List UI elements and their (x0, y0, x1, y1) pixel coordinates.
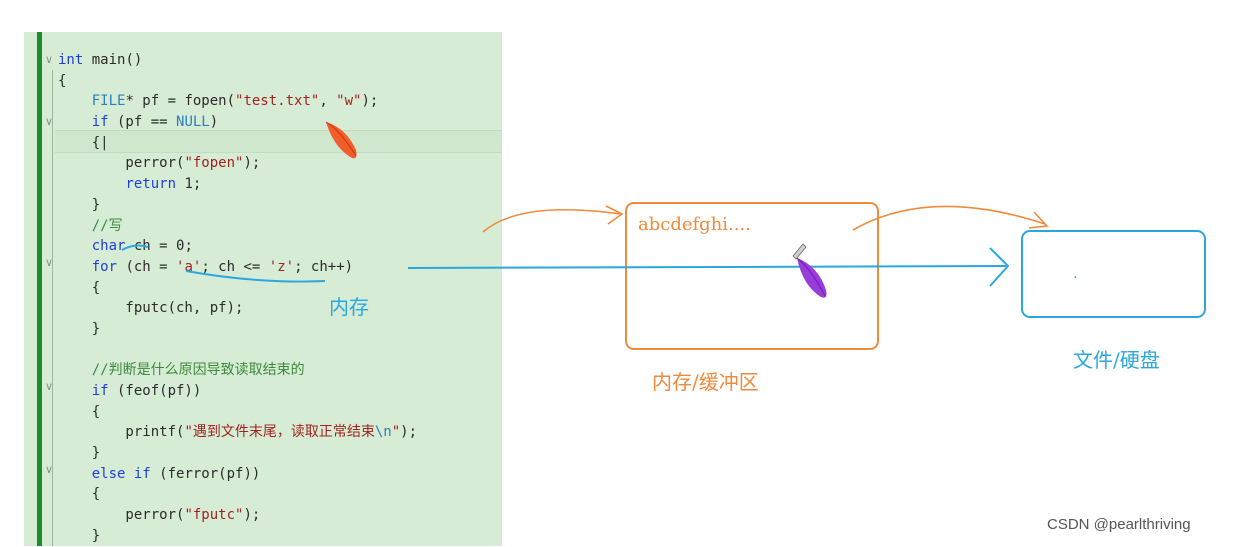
code-line-23: perror("fputc"); (58, 507, 261, 524)
disk-label: 文件/硬盘 (1073, 348, 1160, 372)
code-line-11: for (ch = 'a'; ch <= 'z'; ch++) (91, 258, 354, 275)
code-line-13: fputc(ch, pf); (58, 300, 244, 317)
buffer-label: 内存/缓冲区 (652, 370, 759, 394)
fold-marker-main[interactable]: ∨ (45, 53, 54, 66)
code-line-22: { (58, 486, 101, 503)
code-line-9: //写 (58, 217, 123, 234)
current-line-highlight (55, 130, 502, 153)
fold-marker-if[interactable]: ∨ (45, 115, 54, 128)
code-lines: int main() { FILE* pf = fopen("test.txt"… (58, 50, 417, 547)
code-line-20: } (58, 445, 101, 462)
underline-for-args (185, 270, 326, 283)
underline-char (121, 244, 149, 251)
disk-dot: . (1073, 266, 1078, 282)
memory-note-label: 内存 (329, 295, 369, 319)
write-arrow-line (407, 265, 1007, 269)
code-line-4: if (pf == NULL) (91, 114, 219, 131)
code-line-24: } (58, 527, 101, 544)
fold-marker-else[interactable]: ∨ (45, 463, 54, 476)
code-line-1: int main() (58, 52, 143, 68)
editor-gutter-bar (37, 32, 42, 546)
code-line-18: { (58, 403, 101, 420)
code-line-8: } (58, 196, 101, 213)
feather-pen-icon-middle (792, 243, 827, 298)
feather-pen-icon-top (325, 121, 357, 159)
buffer-content-text: abcdefghi.... (638, 214, 751, 235)
code-editor-panel (24, 32, 502, 546)
code-line-2: { (58, 72, 67, 89)
code-line-5: {| (58, 134, 109, 151)
fold-marker-for[interactable]: ∨ (45, 256, 54, 269)
watermark-text: CSDN @pearlthriving (1047, 516, 1191, 533)
code-line-16: //判断是什么原因导致读取结束的 (58, 362, 305, 379)
code-line-21: else if (ferror(pf)) (91, 465, 261, 482)
code-line-17: if (feof(pf)) (91, 383, 202, 399)
orange-arrowhead-in (605, 205, 624, 225)
indent-guide (52, 70, 53, 546)
write-arrowhead (989, 247, 1009, 287)
orange-arrow-out (852, 205, 1046, 231)
code-line-14: } (58, 320, 101, 337)
code-line-12: { (58, 279, 101, 296)
code-line-7: return 1; (125, 176, 202, 193)
orange-arrow-in (482, 208, 621, 233)
code-line-19: printf("遇到文件末尾，读取正常结束\n"); (58, 424, 418, 441)
code-line-6: perror("fopen"); (58, 155, 261, 172)
buffer-box (625, 202, 879, 350)
fold-marker-feof[interactable]: ∨ (45, 380, 54, 393)
disk-box (1021, 230, 1206, 318)
orange-arrowhead-out (1028, 211, 1049, 229)
code-line-3: FILE* pf = fopen("test.txt", "w"); (91, 93, 379, 110)
